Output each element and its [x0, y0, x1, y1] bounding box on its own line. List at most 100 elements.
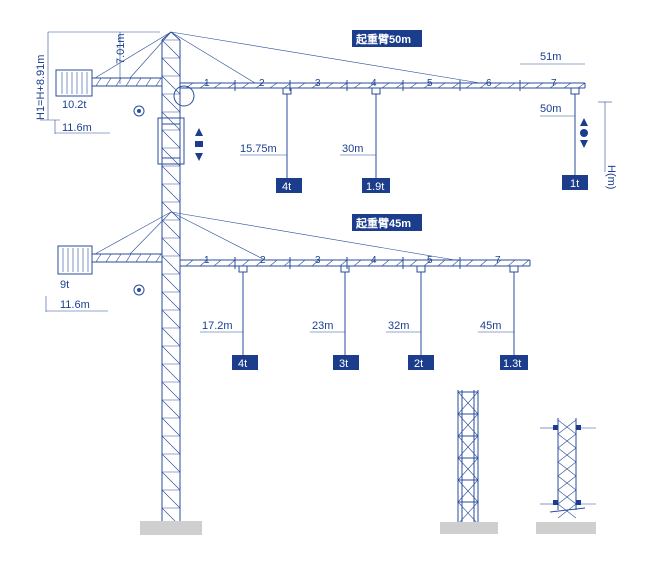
upper-jib-diagonal — [255, 82, 264, 89]
lower-jib-diagonal — [213, 259, 222, 267]
lower-jib-diagonal — [437, 259, 446, 267]
upper-counter-jib-label: 11.6m — [62, 122, 92, 134]
lower-jib-diagonal — [367, 259, 376, 267]
lower-jib-diagonal — [493, 259, 502, 267]
upper-counter-jib-diagonal — [95, 77, 102, 87]
mast-diagonal — [161, 435, 181, 455]
mast-diagonal — [161, 93, 181, 113]
lower-radius-1: 17.2m — [202, 320, 233, 332]
detail-diagonal — [557, 419, 577, 435]
hook-down-arrow-icon — [580, 140, 588, 148]
lower-jib-diagonal — [353, 259, 362, 267]
mast-diagonal — [161, 165, 181, 185]
upper-counter-jib-diagonal — [125, 77, 132, 87]
climbing-frame — [161, 123, 181, 159]
mast-diagonal — [161, 75, 181, 95]
detail-diagonal — [557, 475, 577, 491]
upper-jib-diagonal — [381, 82, 390, 89]
lower-radius-3: 32m — [388, 320, 409, 332]
mast-diagonal — [161, 183, 181, 203]
hook-circle-icon — [580, 129, 588, 137]
climbing-section-detail — [536, 418, 596, 534]
upper-counter-jib-diagonal — [105, 77, 112, 87]
upper-jib-diagonal — [339, 82, 348, 89]
lower-load-4: 1.3t — [503, 358, 521, 370]
upper-jib-diagonal — [227, 82, 236, 89]
upper-jib-diagonal — [507, 82, 516, 89]
mast-diagonal — [161, 273, 181, 293]
mast-diagonal — [161, 129, 181, 149]
upper-section-2: 2 — [259, 78, 265, 89]
lower-section-7: 7 — [495, 255, 501, 266]
upper-counterweight-label: 10.2t — [62, 99, 86, 111]
hook-height-indicator: H(m) — [580, 101, 617, 189]
lower-jib-diagonal — [311, 259, 320, 267]
lower-counter-jib-dimension: 11.6m — [45, 296, 108, 312]
mast-diagonal — [161, 309, 181, 329]
upper-jib-diagonal — [451, 82, 460, 89]
lower-section-3: 3 — [315, 255, 321, 266]
detail-diagonal — [457, 501, 479, 525]
lower-jib-diagonal — [255, 259, 264, 267]
upper-counter-jib-diagonal — [145, 77, 152, 87]
detail-diagonal — [557, 461, 577, 477]
upper-section-6: 6 — [486, 78, 492, 89]
lower-jib-diagonal — [381, 259, 390, 267]
mast-diagonal — [161, 219, 181, 239]
lower-section-5: 5 — [427, 255, 433, 266]
upper-jib-diagonal — [423, 82, 432, 89]
lower-counter-jib-diagonal — [145, 253, 152, 263]
lower-load-2: 3t — [339, 358, 348, 370]
lower-jib-diagonal — [283, 259, 292, 267]
upper-counter-jib-diagonal — [155, 77, 162, 87]
climb-arrows-icon — [195, 128, 203, 161]
upper-jib-diagonal — [395, 82, 404, 89]
mast-diagonal — [161, 417, 181, 437]
lower-jib-diagonal — [451, 259, 460, 267]
upper-section-1: 1 — [204, 78, 210, 89]
lower-load-3t: 23m 3t — [310, 265, 359, 370]
lower-jib-structure — [92, 211, 531, 267]
upper-jib-diagonal — [367, 82, 376, 89]
upper-jib-diagonal — [241, 82, 250, 89]
lower-counter-jib-diagonal — [115, 253, 122, 263]
detail-diagonal — [457, 391, 479, 415]
mast-diagonal — [161, 453, 181, 473]
upper-section-4: 4 — [371, 78, 377, 89]
lower-section-1: 1 — [204, 255, 210, 266]
lower-jib-title-text: 起重臂45m — [355, 216, 411, 230]
upper-radius-1: 15.75m — [240, 143, 277, 155]
lower-load-4t: 17.2m 4t — [200, 265, 258, 370]
upper-jib-title: 起重臂50m — [352, 30, 422, 47]
hook-height-label: H(m) — [605, 165, 617, 189]
mast-diagonal — [161, 201, 181, 221]
mast-diagonal — [161, 39, 181, 59]
upper-load-1: 4t — [282, 181, 291, 193]
upper-tip-label: 51m — [540, 51, 561, 63]
mast-diagonal — [161, 147, 181, 167]
lower-jib-diagonal — [227, 259, 236, 267]
lower-counter-jib-diagonal — [125, 253, 132, 263]
upper-section-3: 3 — [315, 78, 321, 89]
detail-diagonal — [557, 489, 577, 505]
upper-jib-diagonal — [577, 82, 586, 89]
upper-jib-diagonal — [549, 82, 558, 89]
upper-jib-diagonal — [353, 82, 362, 89]
upper-load-1.9t: 30m 1.9t — [340, 87, 390, 193]
lower-counter-jib-diagonal — [105, 253, 112, 263]
lower-load-2t: 32m 2t — [386, 265, 434, 370]
detail-diagonal — [457, 435, 479, 459]
tower-height-label: H1=H+8.91m — [35, 55, 47, 120]
lower-counter-jib-diagonal — [95, 253, 102, 263]
lower-load-1.3t: 45m 1.3t — [478, 265, 528, 370]
upper-jib-diagonal — [269, 82, 278, 89]
upper-counterweight: 10.2t — [55, 69, 93, 111]
upper-load-2: 1.9t — [366, 181, 384, 193]
lower-counterweight: 9t — [57, 245, 93, 291]
tower-height-dimension: H1=H+8.91m — [35, 31, 160, 121]
lower-jib-diagonal — [297, 259, 306, 267]
mast-diagonal — [161, 111, 181, 131]
lower-jib-diagonal — [465, 259, 474, 267]
